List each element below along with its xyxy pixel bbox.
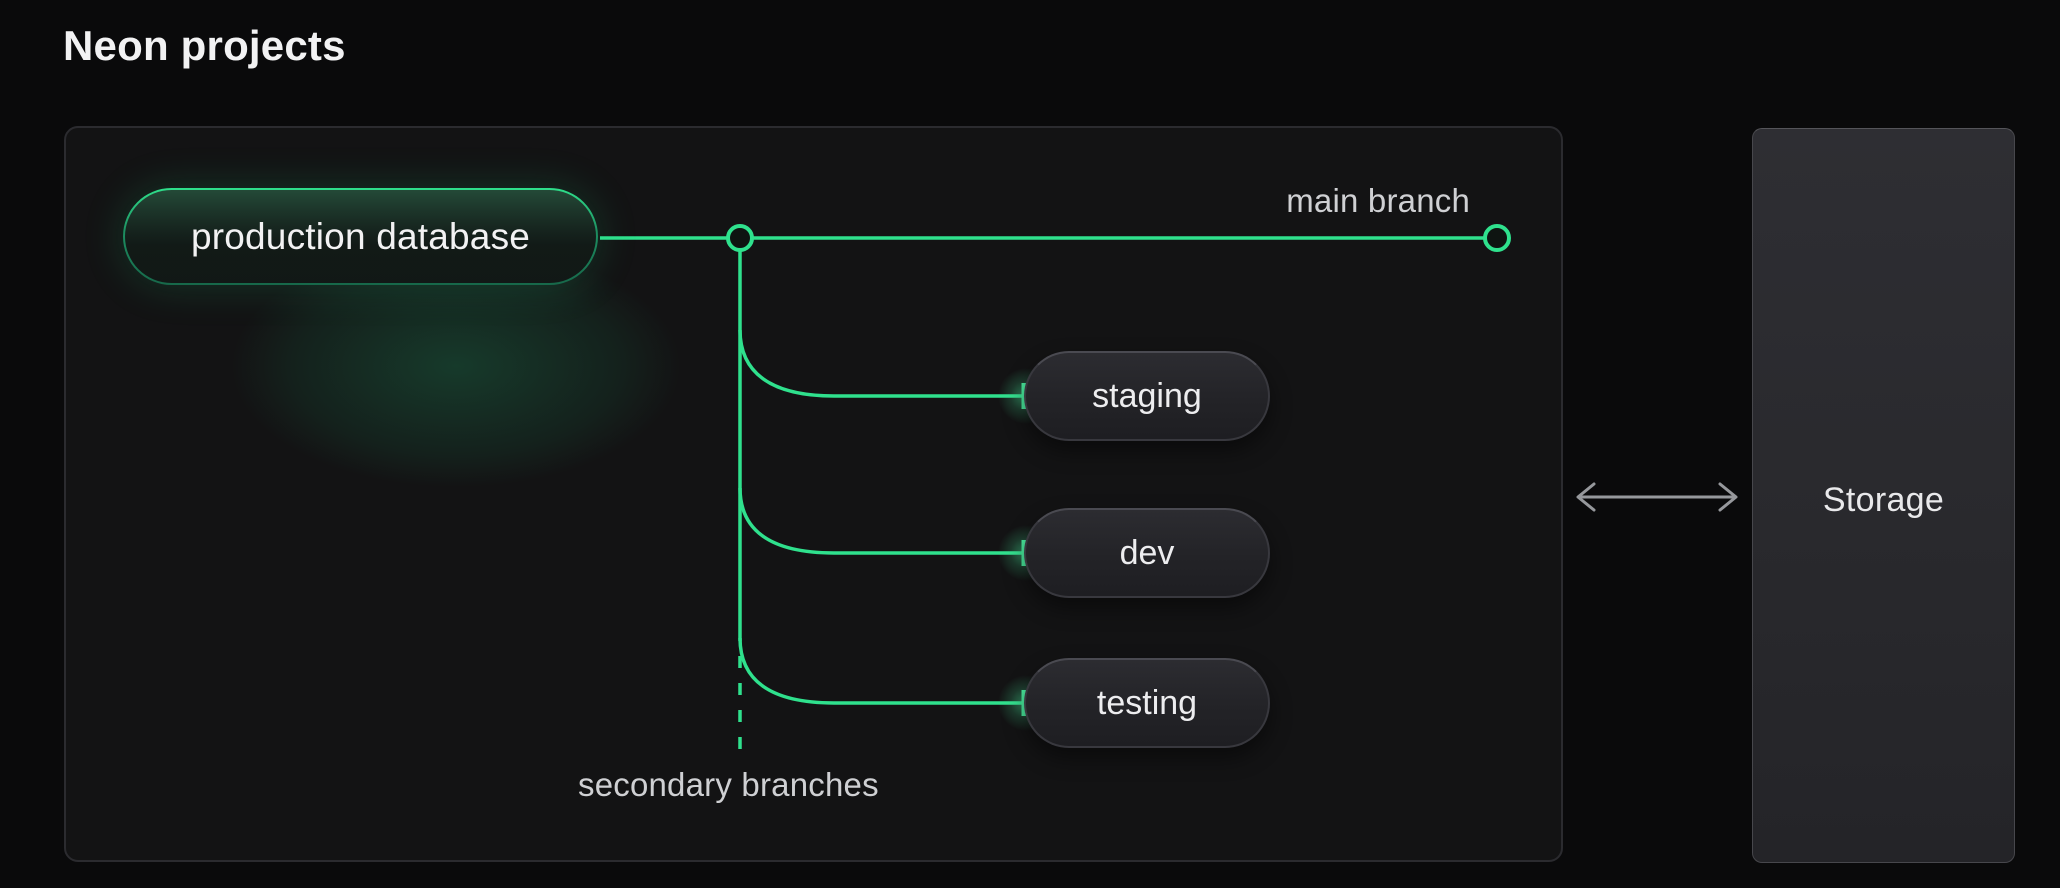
storage-label: Storage: [1822, 481, 1945, 519]
main-branch-annotation: main branch: [1286, 182, 1470, 219]
production-database-label: production database: [190, 215, 531, 257]
storage-box: Storage: [1752, 128, 2015, 863]
secondary-branches-annotation: secondary branches: [578, 766, 879, 803]
page-title: Neon projects: [63, 22, 346, 69]
dev-label: dev: [1119, 533, 1175, 572]
branch-node-dev: dev: [1024, 508, 1270, 598]
branch-node-testing: testing: [1024, 658, 1270, 748]
branch-node-staging: staging: [1024, 351, 1270, 441]
production-database-node: production database: [123, 188, 598, 285]
testing-label: testing: [1096, 683, 1198, 722]
storage-sync-arrow-icon: [1576, 482, 1738, 512]
staging-label: staging: [1092, 376, 1202, 415]
